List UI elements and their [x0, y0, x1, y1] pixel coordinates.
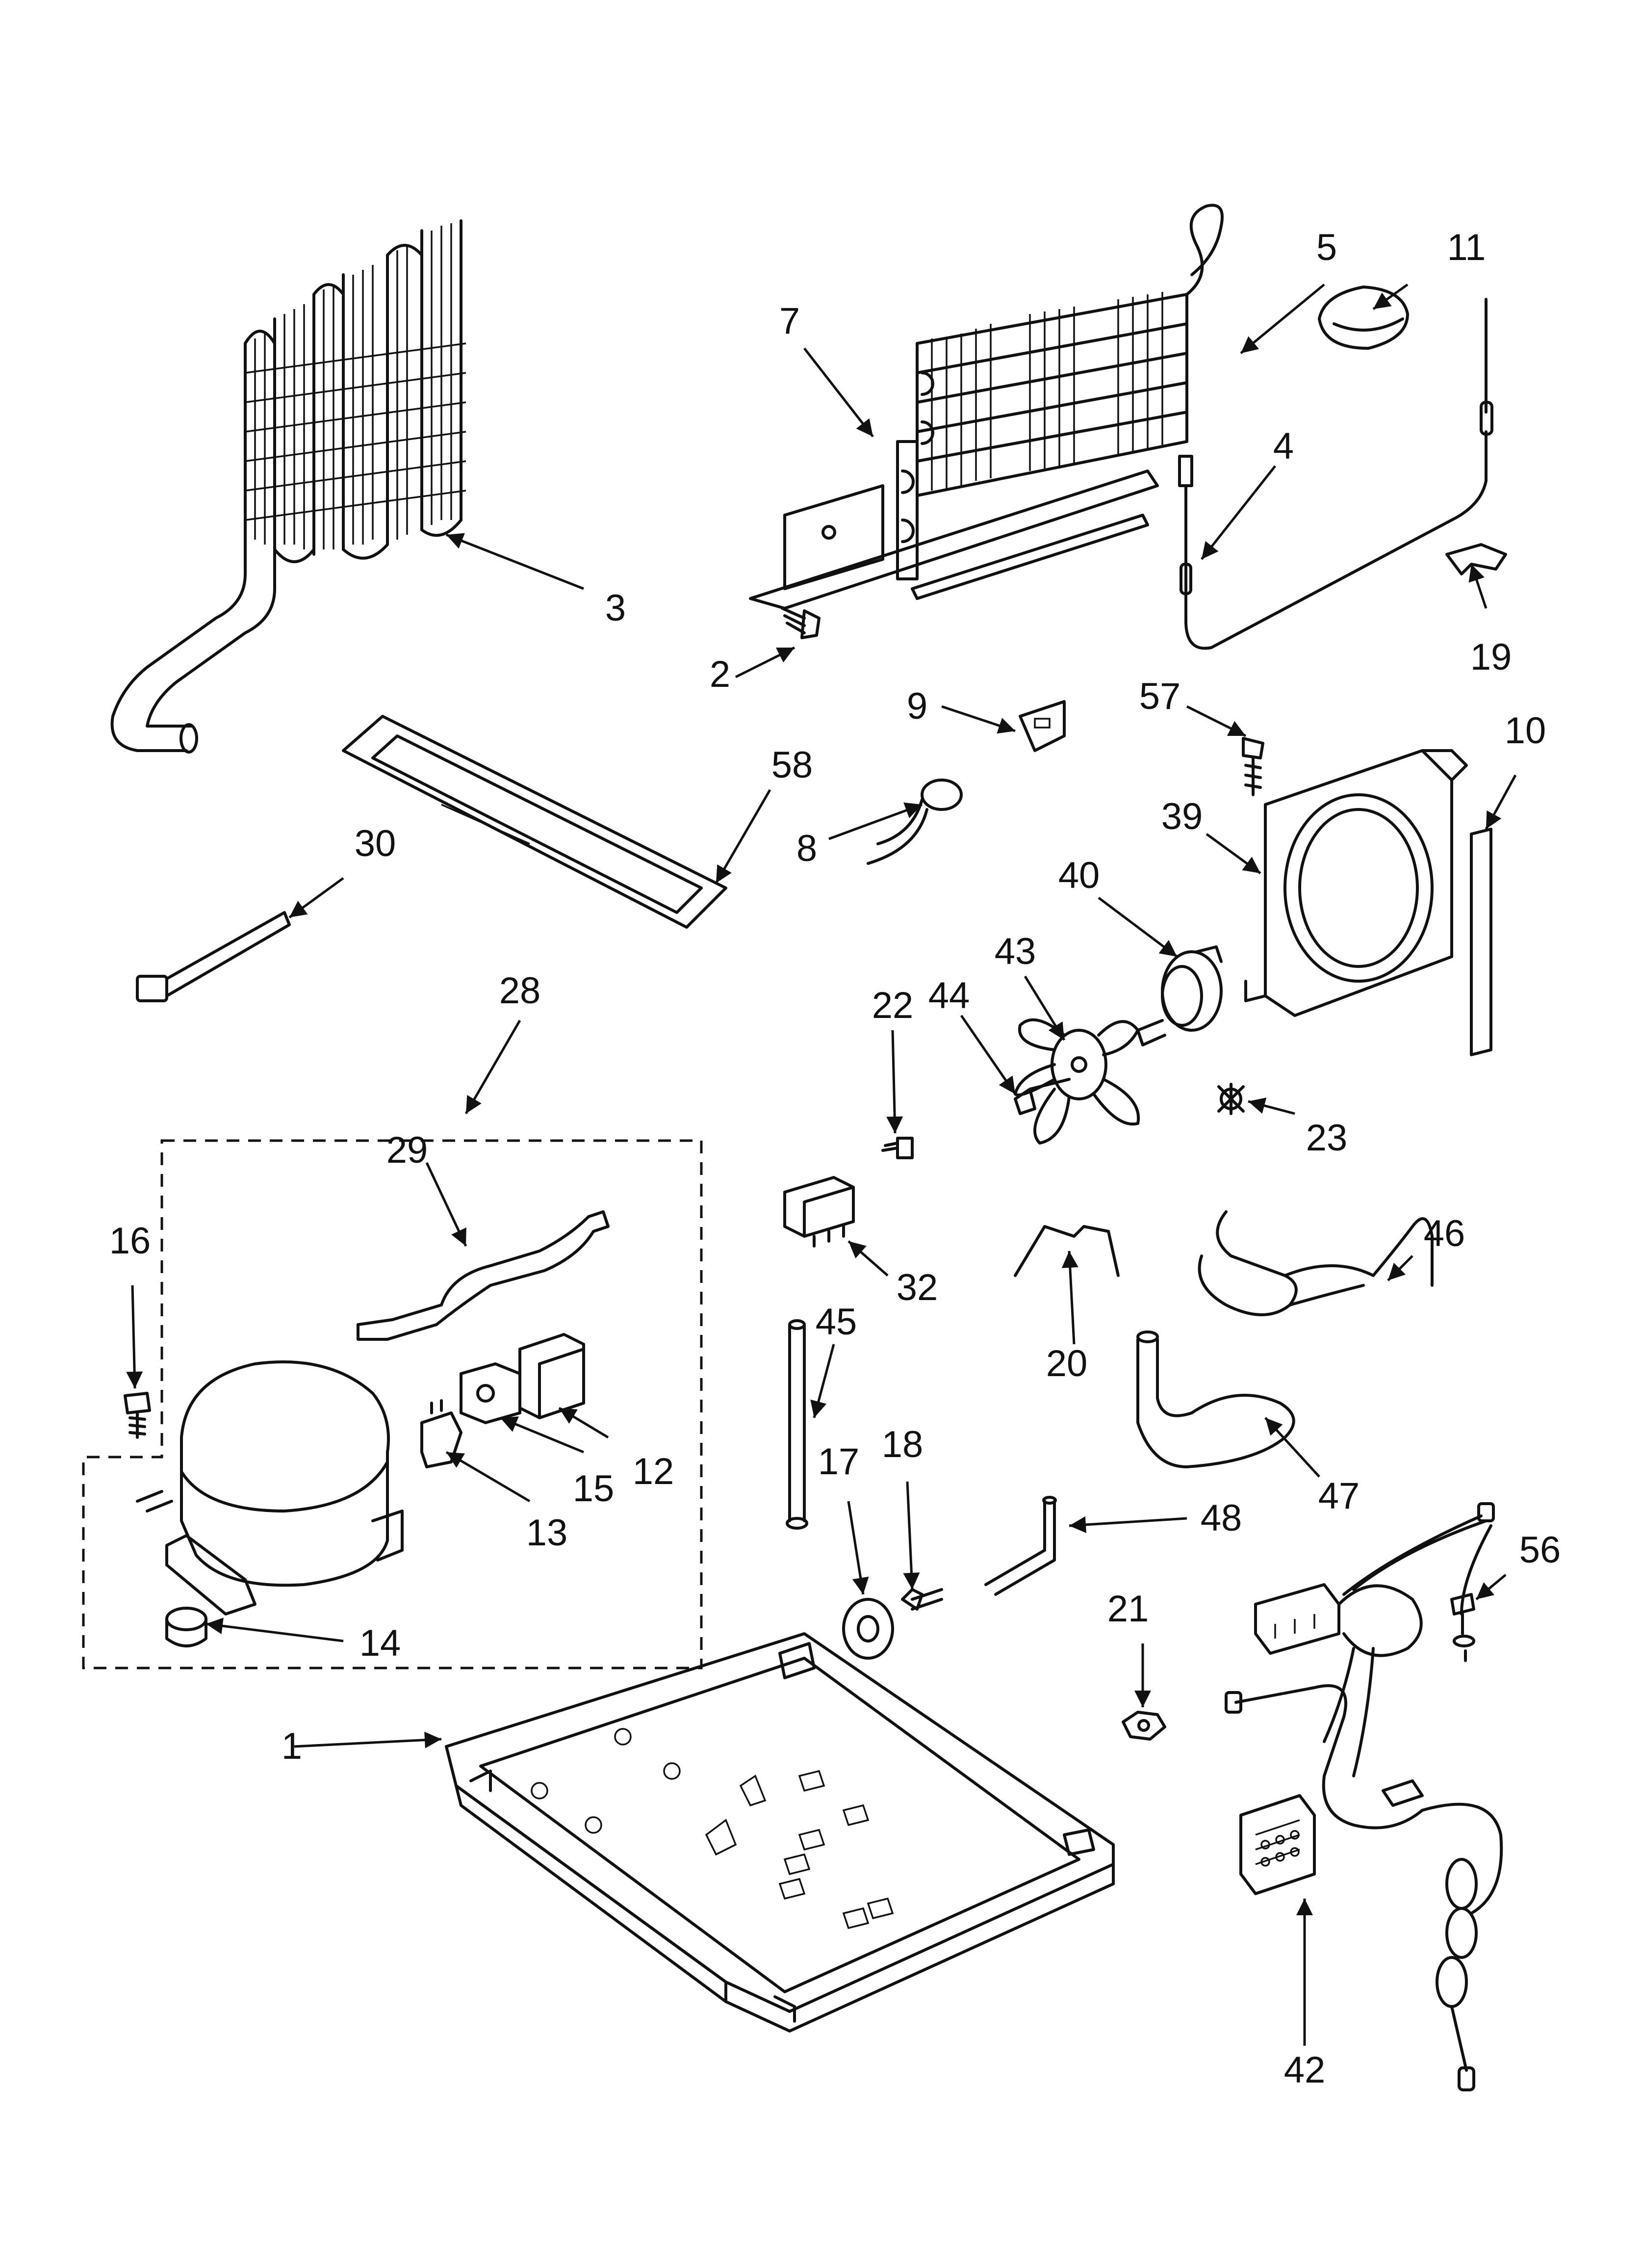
callout-57: 57 — [1139, 676, 1181, 717]
pin-part-45 — [786, 1319, 808, 1530]
callout-40: 40 — [1058, 855, 1100, 896]
callout-19: 19 — [1470, 636, 1512, 678]
callout-5: 5 — [1316, 227, 1337, 268]
callout-7: 7 — [779, 300, 800, 342]
clip-part-44 — [1014, 1078, 1071, 1115]
callout-16: 16 — [109, 1220, 151, 1262]
tube-part-48 — [984, 1496, 1057, 1596]
callout-11: 11 — [1447, 227, 1486, 268]
callout-4: 4 — [1273, 425, 1294, 467]
callout-46: 46 — [1424, 1213, 1465, 1254]
callout-23: 23 — [1306, 1117, 1348, 1159]
nut-part-21 — [1122, 1711, 1166, 1741]
compressor — [136, 1360, 404, 1616]
callout-2: 2 — [710, 653, 730, 695]
callout-10: 10 — [1505, 710, 1546, 752]
callout-45: 45 — [816, 1301, 857, 1343]
callout-3: 3 — [605, 587, 626, 629]
wire-spring-part-20 — [1014, 1225, 1120, 1277]
axle-bolt-part-18 — [901, 1588, 943, 1611]
screw-part-22 — [881, 1137, 914, 1159]
gasket-strip-part-10 — [1470, 828, 1492, 1056]
callout-22: 22 — [872, 985, 914, 1026]
wire-harness-part-42 — [1225, 1502, 1503, 2091]
sensor-wire-part-4 — [1178, 298, 1493, 650]
connector-part-32 — [783, 1176, 855, 1248]
callout-13: 13 — [526, 1512, 568, 1554]
base-frame-part-1 — [445, 1632, 1115, 2033]
bracket-part-9 — [1019, 700, 1066, 752]
callout-30: 30 — [355, 823, 396, 864]
drier-part-29 — [357, 1210, 610, 1341]
kit-boundary-part-28 — [82, 1139, 703, 1669]
callout-39: 39 — [1161, 796, 1203, 837]
screw-part-16 — [124, 1392, 151, 1439]
thermostat-part-8 — [867, 779, 963, 865]
callout-18: 18 — [882, 1424, 924, 1465]
overload-part-15 — [460, 1362, 521, 1424]
relay-cover-part-12 — [518, 1333, 585, 1419]
callout-8: 8 — [796, 828, 817, 869]
callout-12: 12 — [633, 1451, 674, 1492]
callout-labels: 1 2 3 4 5 7 8 9 10 11 12 13 14 15 16 17 … — [109, 227, 1561, 2091]
screw-part-57 — [1242, 737, 1264, 796]
drain-tray-part-58 — [342, 715, 727, 929]
callout-29: 29 — [386, 1129, 428, 1171]
callout-42: 42 — [1284, 2049, 1326, 2091]
callout-48: 48 — [1201, 1497, 1242, 1539]
ground-screw-part-56 — [1450, 1593, 1475, 1662]
callout-47: 47 — [1318, 1475, 1360, 1517]
fan-shroud-part-39 — [1244, 749, 1468, 1017]
fan-blade-part-43 — [1014, 1018, 1140, 1145]
callout-32: 32 — [897, 1267, 938, 1308]
cap-part-11 — [1318, 286, 1409, 350]
callout-58: 58 — [771, 744, 813, 786]
callout-43: 43 — [995, 931, 1036, 972]
condenser-coil-part-3 — [110, 219, 466, 754]
wheel-part-17 — [842, 1598, 894, 1660]
screw-part-2 — [781, 607, 821, 639]
drain-hose-part-46 — [1198, 1210, 1434, 1316]
callout-1: 1 — [282, 1725, 302, 1767]
callout-9: 9 — [907, 685, 927, 727]
callout-17: 17 — [818, 1441, 860, 1483]
grommet-part-23 — [1217, 1083, 1245, 1115]
callout-28: 28 — [499, 970, 541, 1012]
tube-part-47 — [1136, 1330, 1295, 1468]
callout-44: 44 — [928, 975, 970, 1017]
callout-56: 56 — [1519, 1529, 1561, 1571]
clip-part-19 — [1445, 543, 1507, 575]
callout-15: 15 — [573, 1468, 615, 1510]
grommet-part-14 — [165, 1607, 207, 1647]
callout-21: 21 — [1107, 1588, 1149, 1630]
fan-motor-part-40 — [1136, 945, 1223, 1046]
cable-tie-part-30 — [136, 911, 291, 1002]
callout-20: 20 — [1046, 1343, 1088, 1384]
evaporator-part-5 — [749, 204, 1224, 610]
callout-14: 14 — [359, 1622, 401, 1664]
leader-lines — [126, 283, 1517, 2046]
